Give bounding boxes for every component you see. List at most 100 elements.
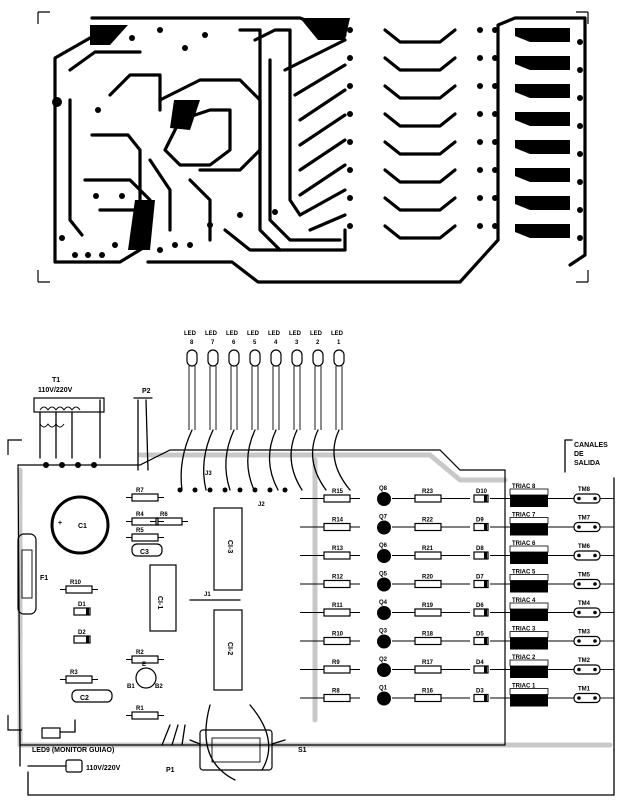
led-number: 7 xyxy=(211,340,215,346)
led-prefix: LED xyxy=(310,331,323,337)
ujt-e: E xyxy=(142,662,146,668)
channel-r-in: R12 xyxy=(332,575,344,581)
resistor-r6: R6 xyxy=(150,512,188,526)
channel-transistor: Q7 xyxy=(379,515,388,521)
p2-label: P2 xyxy=(142,388,151,395)
led-1: LED 1 xyxy=(331,331,351,491)
channel-r-out: R19 xyxy=(422,603,434,609)
channel-triac: TRIAC 1 xyxy=(512,684,536,690)
channel-diode: D4 xyxy=(476,660,484,666)
transformer-voltage: 110V/220V xyxy=(38,387,73,394)
led-prefix: LED xyxy=(226,331,239,337)
channel-triac: TRIAC 4 xyxy=(512,598,536,604)
ujt-transistor: E B1 B2 xyxy=(127,662,163,690)
j3-label: J3 xyxy=(205,471,212,477)
channel-triac: TRIAC 7 xyxy=(512,513,536,519)
ujt-b1: B1 xyxy=(127,684,135,690)
diode-d2-label: D2 xyxy=(78,630,86,636)
resistor-r4: R4 xyxy=(126,512,164,526)
channel-terminal: TM2 xyxy=(578,658,591,664)
j2-label: J2 xyxy=(258,502,265,508)
resistor-r1-label: R1 xyxy=(136,706,144,712)
ic-ci3: CI-3 xyxy=(213,507,243,591)
channel-terminal: TM4 xyxy=(578,601,591,607)
monitor-led: LED9 (MONITOR GUIAO) xyxy=(32,719,114,754)
channel-r-in: R14 xyxy=(332,518,344,524)
svg-text:DE: DE xyxy=(574,451,584,458)
capacitor-c2: C2 xyxy=(71,689,113,703)
led-prefix: LED xyxy=(289,331,302,337)
led-pads xyxy=(177,487,288,493)
resistor-r10-label: R10 xyxy=(70,580,82,586)
mains-input: 110V/220V xyxy=(19,729,615,796)
channel-r-out: R23 xyxy=(422,489,434,495)
resistor-r5-label: R5 xyxy=(136,528,144,534)
led-number: 5 xyxy=(253,340,257,346)
channel-terminal: TM3 xyxy=(578,630,591,636)
ic-ci1: CI-1 xyxy=(149,564,177,632)
led-3: LED 3 xyxy=(289,331,303,491)
channel-r-in: R8 xyxy=(332,689,340,695)
led-number: 3 xyxy=(295,340,299,346)
ic-ci2: CI-2 xyxy=(213,609,243,691)
channel-diode: D5 xyxy=(476,632,484,638)
channel-triac: TRIAC 3 xyxy=(512,627,536,633)
f1-label: F1 xyxy=(40,575,48,582)
led-number: 1 xyxy=(337,340,341,346)
svg-text:+: + xyxy=(58,520,62,527)
ci3-label: CI-3 xyxy=(226,540,233,553)
channel-terminal: TM7 xyxy=(578,516,591,522)
switch-s1: S1 xyxy=(189,704,307,781)
diode-d1-label: D1 xyxy=(78,602,86,608)
pot-p1: P1 xyxy=(161,724,186,774)
channel-transistor: Q1 xyxy=(379,686,388,692)
led-prefix: LED xyxy=(247,331,260,337)
mains-label: 110V/220V xyxy=(86,765,121,772)
led-2: LED 2 xyxy=(310,331,327,491)
led-number: 2 xyxy=(316,340,320,346)
fuse-f1: F1 xyxy=(17,533,48,615)
channel-transistor: Q5 xyxy=(379,572,388,578)
channel-r-out: R20 xyxy=(422,575,434,581)
s1-label: S1 xyxy=(298,747,307,754)
resistor-r7: R7 xyxy=(126,488,164,502)
c3-label: C3 xyxy=(140,549,149,556)
channel-terminal: TM1 xyxy=(578,687,591,693)
diode-d2: D2 xyxy=(73,630,91,644)
led-5: LED 5 xyxy=(247,331,261,491)
channel-diode: D3 xyxy=(476,689,484,695)
led-number: 4 xyxy=(274,340,278,346)
channel-r-out: R17 xyxy=(422,660,434,666)
channel-diode: D8 xyxy=(476,546,484,552)
capacitor-c3: C3 xyxy=(131,543,163,557)
led-prefix: LED xyxy=(331,331,344,337)
channel-transistor: Q2 xyxy=(379,657,388,663)
resistor-r1: R1 xyxy=(126,706,164,720)
c1-label: C1 xyxy=(78,523,87,530)
copper-layout xyxy=(37,11,589,284)
svg-text:SALIDA: SALIDA xyxy=(574,460,600,467)
channel-triac: TRIAC 8 xyxy=(512,484,536,490)
channel-diode: D10 xyxy=(476,489,488,495)
resistor-r6-label: R6 xyxy=(160,512,168,518)
transformer-t1: T1 110V/220V xyxy=(33,377,105,468)
channel-transistor: Q8 xyxy=(379,486,388,492)
channel-triac: TRIAC 6 xyxy=(512,541,536,547)
resistor-r2: R2 xyxy=(126,650,164,664)
channel-terminal: TM5 xyxy=(578,573,591,579)
channel-triac: TRIAC 5 xyxy=(512,570,536,576)
channel-r-out: R16 xyxy=(422,689,434,695)
p1-label: P1 xyxy=(166,767,175,774)
channel-diode: D6 xyxy=(476,603,484,609)
